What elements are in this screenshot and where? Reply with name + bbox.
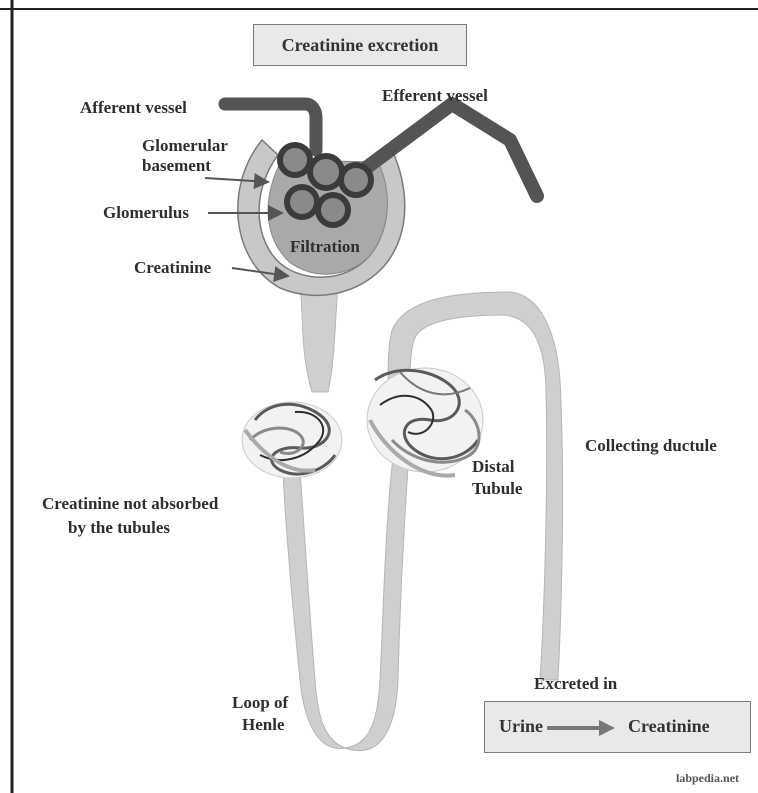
distal-convoluted-tubule xyxy=(367,368,483,476)
collecting-ductule-label: Collecting ductule xyxy=(585,436,717,456)
glomerulus-label: Glomerulus xyxy=(103,203,189,223)
urine-box: Urine Creatinine xyxy=(484,701,751,753)
afferent-vessel-label: Afferent vessel xyxy=(80,98,187,118)
ascending-limb xyxy=(345,440,410,751)
creatinine-label: Creatinine xyxy=(134,258,211,278)
capillary-loop xyxy=(318,195,348,225)
capillary-loop xyxy=(280,145,310,175)
excreted-in-label: Excreted in xyxy=(534,674,617,694)
source-credit: labpedia.net xyxy=(676,771,739,786)
distal-tubule-label-line1: Distal xyxy=(472,457,515,477)
distal-tubule-label-line2: Tubule xyxy=(472,479,522,499)
descending-limb xyxy=(283,470,345,748)
afferent-vessel-shape xyxy=(225,104,316,150)
right-arrow-icon xyxy=(545,718,617,738)
loop-of-henle-label-line1: Loop of xyxy=(232,693,288,713)
urine-creatinine-label: Creatinine xyxy=(628,716,710,737)
diagram-title: Creatinine excretion xyxy=(282,35,439,56)
capillary-loop xyxy=(287,187,317,217)
glomerular-label-line1: Glomerular xyxy=(142,136,228,156)
capillary-loop xyxy=(310,156,342,188)
urine-label: Urine xyxy=(499,716,543,737)
not-absorbed-label-line1: Creatinine not absorbed xyxy=(42,494,218,514)
capillary-loop xyxy=(341,165,371,195)
filtration-label: Filtration xyxy=(290,237,360,257)
proximal-tubule-neck xyxy=(300,285,338,392)
efferent-vessel-label: Efferent vessel xyxy=(382,86,488,106)
not-absorbed-label-line2: by the tubules xyxy=(68,518,170,538)
tubule-system xyxy=(283,285,563,751)
proximal-convoluted-tubule xyxy=(242,402,342,478)
glomerular-label-line2: basement xyxy=(142,156,211,176)
loop-of-henle-label-line2: Henle xyxy=(242,715,285,735)
title-box: Creatinine excretion xyxy=(253,24,467,66)
